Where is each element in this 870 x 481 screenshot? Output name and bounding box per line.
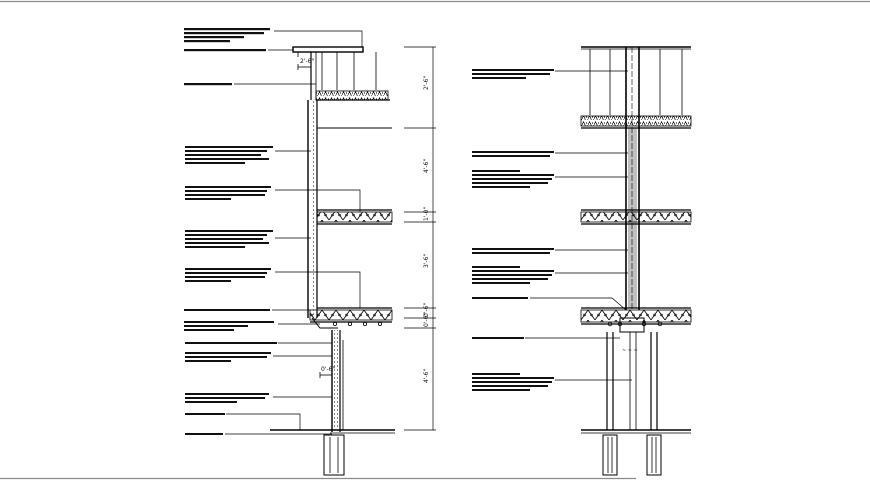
rnote-7 — [472, 337, 524, 339]
note-slab — [185, 433, 223, 435]
rnote-4 — [472, 248, 554, 250]
parapet-cap — [292, 46, 364, 53]
note-sill — [184, 309, 270, 311]
rnote-6 — [472, 297, 528, 299]
svg-text:~ ~ ~: ~ ~ ~ — [622, 348, 638, 354]
rnote-1 — [472, 69, 554, 71]
left-notes — [184, 28, 277, 435]
dim-7: 4'-6" — [423, 369, 430, 383]
note-wall-1 — [185, 146, 273, 148]
rnote-3 — [472, 170, 520, 172]
note-footing — [185, 393, 269, 395]
left-wall-section — [270, 46, 395, 476]
right-wall-section: ~ ~ ~ — [580, 46, 692, 476]
dim-2: 4'-6" — [423, 159, 430, 173]
right-notes — [472, 69, 554, 391]
note-top — [184, 28, 270, 31]
dim-5: 0'-6" — [423, 303, 430, 317]
floor-truss-right-lower — [580, 309, 692, 323]
dim-6: 0'-6" — [423, 313, 430, 327]
right-leaders — [525, 70, 632, 381]
left-dimension-labels: 2'-6" 4'-6" 1'-0" 3'-6" 0'-6" 0'-6" 4'-6… — [300, 58, 430, 383]
note-parapet-cap — [184, 49, 266, 52]
wall-sheathing — [311, 100, 314, 318]
dim-3: 1'-0" — [423, 207, 430, 221]
dim-4: 3'-6" — [423, 254, 430, 268]
dim-1: 2'-6" — [423, 76, 430, 90]
roof-insulation — [315, 90, 389, 101]
left-leaders — [225, 30, 363, 435]
note-foundation-1 — [185, 342, 277, 344]
note-grade — [185, 413, 225, 415]
note-roof — [184, 83, 232, 86]
note-floor-1 — [185, 186, 271, 188]
floor-truss-right-upper — [580, 211, 692, 223]
small-dim-1: 2'-6" — [300, 58, 314, 65]
floor-truss-upper — [316, 211, 393, 223]
note-floor-2 — [185, 268, 271, 270]
rnote-5 — [472, 266, 520, 268]
roof-insulation-right — [580, 115, 692, 127]
small-dim-2: 0'-6" — [321, 366, 335, 373]
rnote-8 — [472, 373, 520, 375]
floor-truss-lower — [309, 309, 393, 321]
rnote-2 — [472, 151, 554, 153]
left-dimension-string — [404, 46, 436, 431]
note-rim — [184, 321, 274, 323]
note-foundation-2 — [185, 352, 271, 354]
note-wall-2 — [185, 230, 273, 232]
